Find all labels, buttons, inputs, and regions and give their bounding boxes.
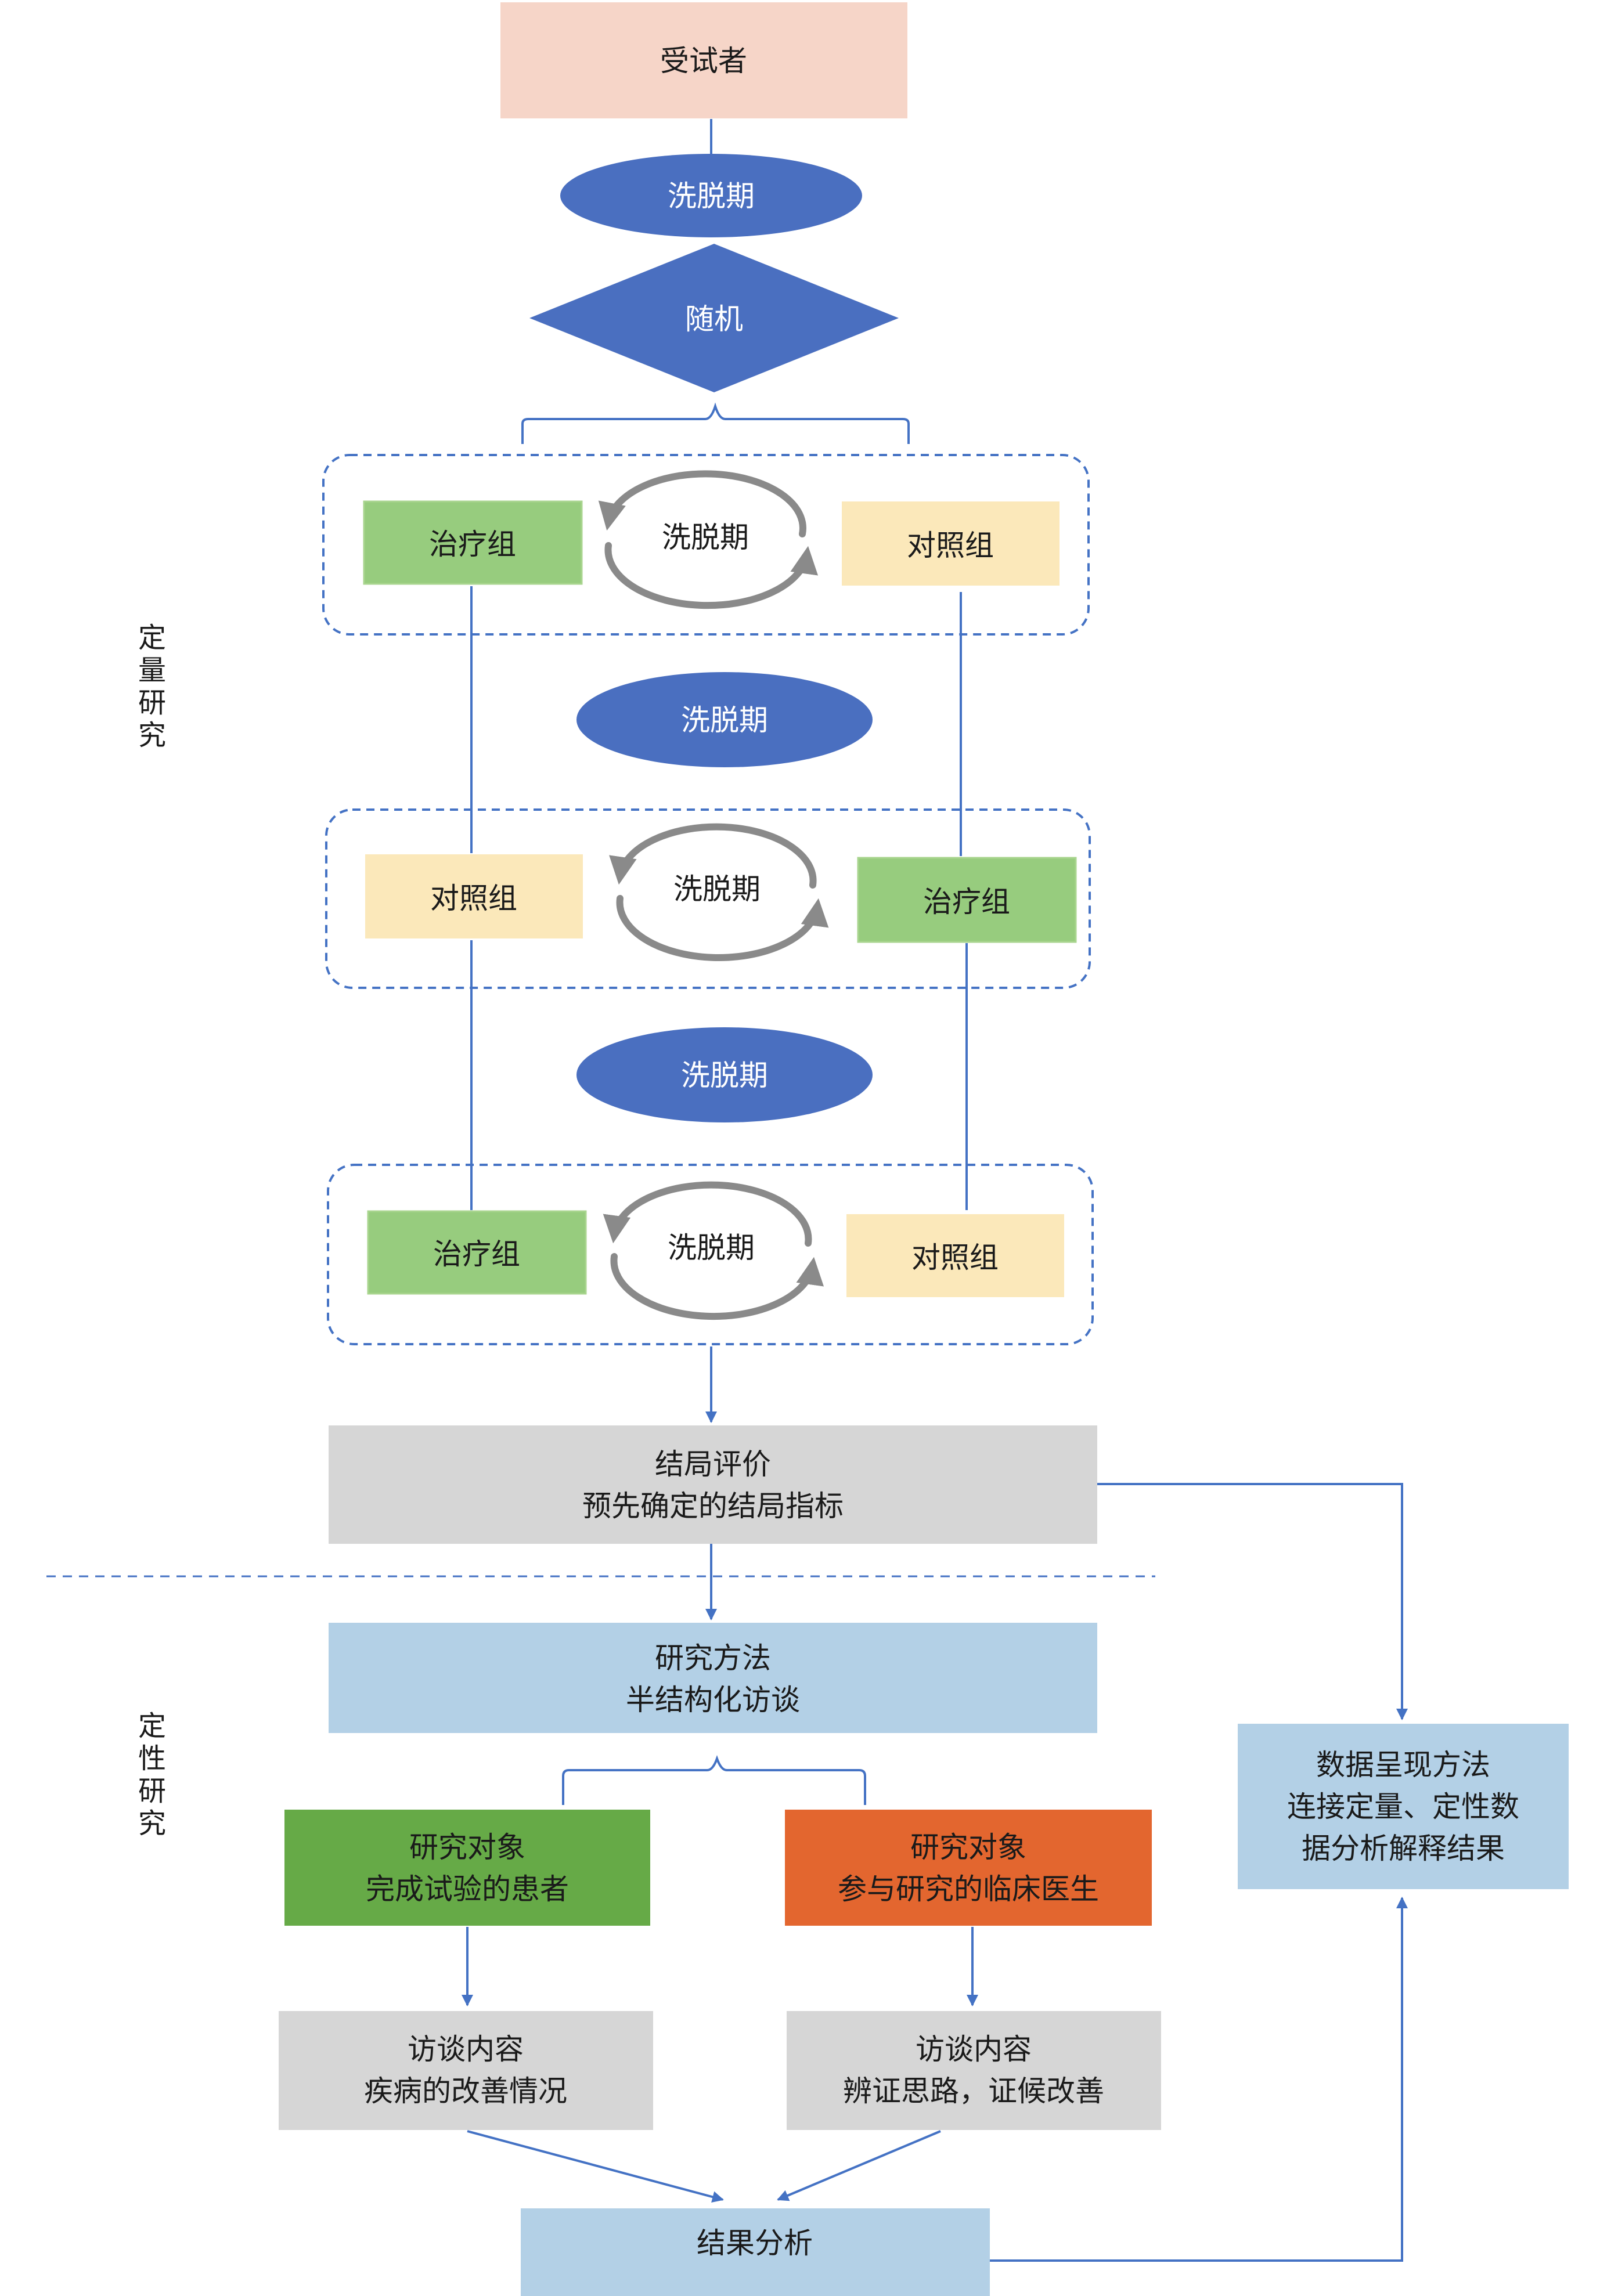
period2-treatment-label: 治疗组	[923, 885, 1010, 919]
washout-ellipse-1	[560, 154, 862, 237]
patients-box	[284, 1810, 650, 1926]
period2-cycle-label: 洗脱期	[673, 872, 761, 906]
method-box	[329, 1623, 1097, 1733]
outcome-title: 结局评价	[655, 1447, 771, 1481]
washout-label-1: 洗脱期	[668, 179, 755, 213]
interview-patients-title: 访谈内容	[408, 2033, 524, 2066]
period2-cycle-arrows	[609, 823, 829, 962]
randomize-bracket	[521, 402, 910, 444]
method-title: 研究方法	[655, 1641, 771, 1675]
period1-treatment-box	[363, 500, 583, 585]
presentation-title: 数据呈现方法	[1316, 1748, 1490, 1782]
period1-cycle-arrows	[598, 470, 818, 609]
patients-subtitle: 完成试验的患者	[366, 1872, 569, 1906]
doctors-subtitle: 参与研究的临床医生	[838, 1872, 1099, 1906]
doctors-box	[785, 1810, 1152, 1926]
quantitative-section-label: 定量研究	[138, 622, 166, 752]
doctors-title: 研究对象	[910, 1831, 1026, 1864]
method-subtitle: 半结构化访谈	[626, 1683, 800, 1717]
presentation-box	[1238, 1724, 1569, 1889]
arrow-interview-doctors-to-analysis	[777, 2130, 941, 2201]
period1-control-box	[842, 501, 1060, 586]
period1-control-label: 对照组	[907, 529, 994, 562]
period3-frame	[327, 1164, 1094, 1345]
washout-label-2: 洗脱期	[681, 703, 768, 737]
connectors	[462, 119, 1408, 2262]
period3-treatment-label: 治疗组	[433, 1237, 520, 1271]
randomize-label: 随机	[685, 302, 743, 336]
qualitative-section-label: 定性研究	[138, 1710, 166, 1840]
period2-treatment-box	[857, 857, 1077, 943]
outcome-box	[329, 1425, 1097, 1544]
period1-cycle-label: 洗脱期	[662, 521, 749, 554]
patients-title: 研究对象	[409, 1831, 525, 1864]
period1-treatment-label: 治疗组	[429, 528, 516, 561]
presentation-line3: 据分析解释结果	[1302, 1832, 1505, 1865]
period3-control-box	[846, 1214, 1064, 1297]
period2-frame	[325, 808, 1091, 989]
randomize-diamond	[529, 244, 899, 392]
period2-control-label: 对照组	[430, 882, 517, 915]
subject-label: 受试者	[660, 44, 747, 78]
outcome-to-presentation-arrow	[1097, 1483, 1408, 1720]
interview-doctors-box	[787, 2011, 1161, 2130]
washout-ellipse-3	[576, 1027, 873, 1122]
washout-ellipse-2	[576, 672, 873, 767]
analysis-title: 结果分析	[697, 2226, 813, 2260]
subject-box	[500, 2, 907, 118]
interview-doctors-subtitle: 辨证思路，证候改善	[843, 2074, 1104, 2108]
analysis-box	[521, 2208, 990, 2296]
period2-control-box	[365, 854, 583, 938]
interview-patients-subtitle: 疾病的改善情况	[364, 2074, 567, 2108]
period3-cycle-label: 洗脱期	[668, 1231, 755, 1265]
period1-frame	[322, 454, 1090, 636]
method-bracket	[562, 1755, 866, 1805]
presentation-line2: 连接定量、定性数	[1287, 1790, 1519, 1824]
outcome-subtitle: 预先确定的结局指标	[582, 1489, 844, 1523]
analysis-to-presentation-arrow	[990, 1897, 1408, 2262]
period3-treatment-box	[367, 1210, 587, 1295]
period3-control-label: 对照组	[911, 1241, 999, 1275]
period3-cycle-arrows	[603, 1181, 824, 1320]
interview-patients-box	[279, 2011, 653, 2130]
washout-label-3: 洗脱期	[681, 1059, 768, 1092]
arrow-interview-patients-to-analysis	[467, 2130, 724, 2203]
interview-doctors-title: 访谈内容	[916, 2033, 1032, 2066]
